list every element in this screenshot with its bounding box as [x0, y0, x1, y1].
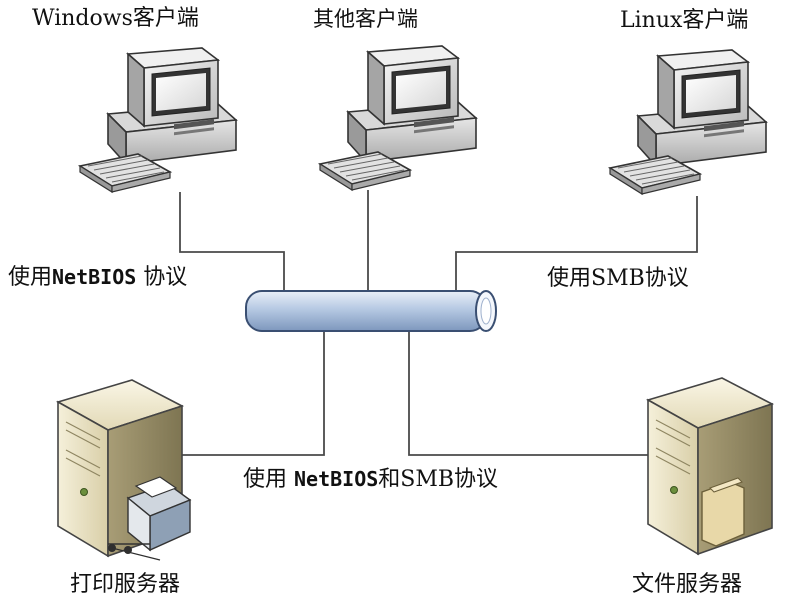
- windows-client-icon: [79, 47, 237, 193]
- windows-client-label: Windows客户端: [32, 6, 199, 31]
- file-server-label: 文件服务器: [632, 572, 743, 597]
- netbios-protocol-label: 使用NetBIOS 协议: [8, 264, 187, 291]
- connection-lines: [160, 190, 698, 456]
- network-bus-icon: [245, 290, 497, 332]
- both-protocol-name: NetBIOS: [294, 467, 379, 491]
- other-client-label: 其他客户端: [313, 7, 418, 31]
- other-client-icon: [319, 45, 477, 191]
- smb-protocol-label: 使用SMB协议: [547, 266, 689, 291]
- netbios-prefix: 使用: [8, 265, 53, 290]
- both-prefix: 使用: [243, 467, 294, 492]
- file-server-icon: [647, 377, 773, 555]
- print-server-label: 打印服务器: [70, 572, 181, 597]
- both-suffix: 和SMB协议: [378, 467, 499, 492]
- netbios-suffix: 协议: [136, 265, 188, 290]
- linux-client-label: Linux客户端: [620, 8, 749, 33]
- netbios-protocol-name: NetBIOS: [52, 265, 137, 289]
- netbios-smb-protocol-label: 使用 NetBIOS和SMB协议: [243, 466, 498, 493]
- print-server-icon: [57, 379, 192, 561]
- linux-client-icon: [609, 49, 767, 195]
